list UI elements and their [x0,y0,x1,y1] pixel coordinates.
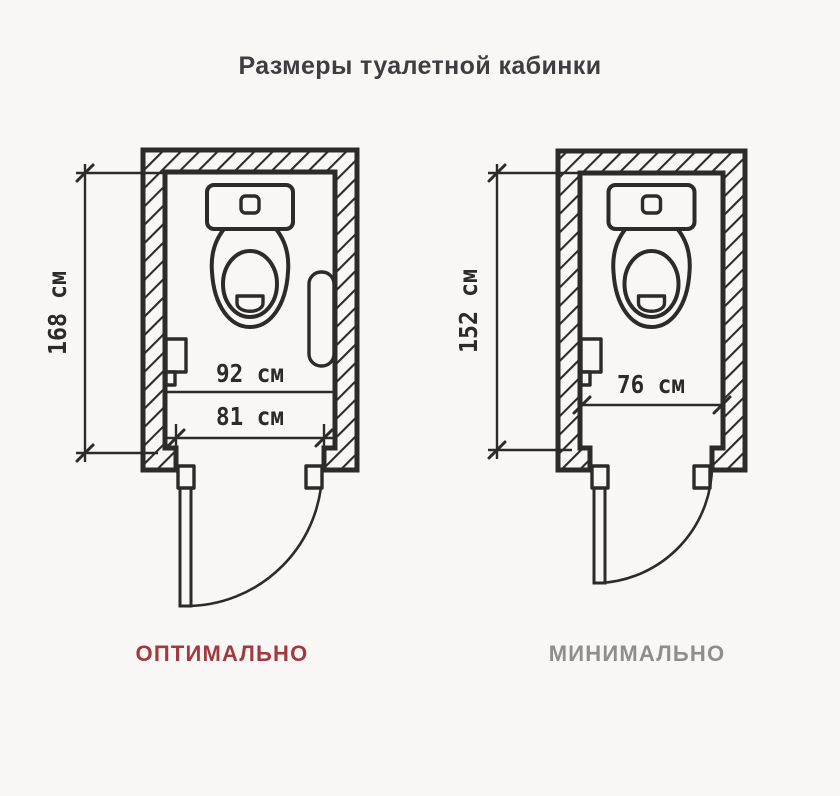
inner-width-value-optimal: 92 см [216,359,284,388]
optimal-cabin-drawing: 168 см 92 см 81 см [43,147,360,608]
door-stop-right [692,464,712,490]
door-leaf [178,468,193,608]
minimal-label: МИНИМАЛЬНО [548,641,726,666]
door-stop-left [590,464,610,490]
toilet-top-view-icon [606,183,697,329]
door-stop-left [176,464,196,490]
optimal-label: ОПТИМАЛЬНО [135,641,309,666]
grab-bar [307,270,336,368]
minimal-cabin-drawing: 152 см 76 см [454,148,748,585]
depth-value-optimal: 168 см [43,271,72,355]
door-minimal [590,461,714,585]
dimension-inner-width-optimal: 92 см [165,359,335,394]
dimension-depth-optimal: 168 см [43,163,166,463]
door-optimal [176,464,324,608]
dimension-door-width-optimal: 81 см [166,402,334,452]
inner-width-value-minimal: 76 см [617,370,685,399]
depth-value-minimal: 152 см [454,269,483,353]
dimension-inner-width-minimal: 76 см [572,370,732,415]
door-width-value-optimal: 81 см [216,402,284,431]
page-title: Размеры туалетной кабинки [238,52,602,80]
optimal-walls [140,147,360,473]
door-latch [579,337,603,387]
door-stop-right [304,464,324,490]
door-latch [164,337,188,387]
door-swing-arc [185,467,324,608]
toilet-top-view-icon [205,183,295,329]
dimension-depth-minimal: 152 см [454,163,584,460]
minimal-walls [555,148,748,473]
